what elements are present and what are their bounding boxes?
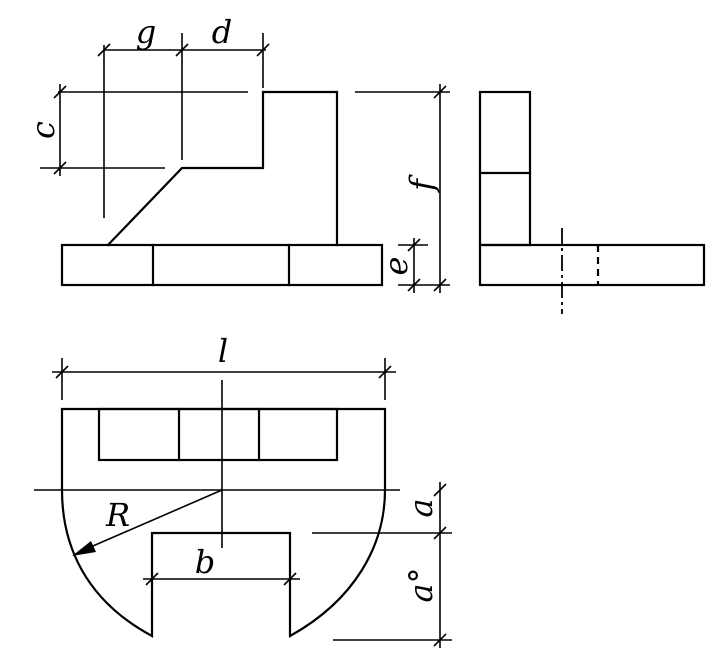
tick-e-bottom bbox=[407, 278, 421, 292]
radius-arrowhead bbox=[72, 541, 96, 556]
label-g: g bbox=[136, 13, 156, 51]
label-e: e bbox=[377, 257, 415, 276]
tick-g-left bbox=[97, 43, 111, 57]
tick-c-bottom bbox=[53, 161, 67, 175]
tick-l-left bbox=[55, 365, 69, 379]
label-f: f bbox=[403, 174, 441, 193]
tick-e-top bbox=[407, 238, 421, 252]
front-view bbox=[58, 90, 384, 287]
label-a-deg: a° bbox=[402, 567, 440, 602]
tick-a-top bbox=[433, 483, 447, 497]
tick-f-bottom bbox=[433, 278, 447, 292]
label-d: d bbox=[212, 13, 232, 51]
tick-a-middle bbox=[433, 526, 447, 540]
side-view bbox=[478, 90, 706, 314]
tick-c-top bbox=[53, 85, 67, 99]
dimension-f-e: f e bbox=[355, 84, 450, 293]
side-upright bbox=[478, 90, 532, 247]
top-view bbox=[34, 380, 400, 638]
radius-leader-line bbox=[85, 489, 223, 550]
dimension-b: b bbox=[143, 543, 300, 586]
dimension-l: l bbox=[52, 332, 396, 400]
tick-f-top bbox=[433, 85, 447, 99]
top-inner-rect bbox=[97, 407, 339, 462]
side-base-plate bbox=[478, 243, 706, 287]
top-outline bbox=[60, 407, 387, 638]
tick-l-right bbox=[378, 365, 392, 379]
label-b: b bbox=[195, 543, 215, 581]
dimension-g-d: g d bbox=[97, 13, 270, 218]
tick-b-left bbox=[145, 572, 159, 586]
label-a: a bbox=[402, 498, 440, 517]
label-R: R bbox=[105, 496, 130, 534]
tick-d-right bbox=[256, 43, 270, 57]
front-upright-outline bbox=[106, 90, 339, 247]
dimension-c: c bbox=[24, 84, 165, 176]
tick-a-bottom bbox=[433, 633, 447, 647]
label-l: l bbox=[218, 332, 228, 370]
tick-b-right bbox=[283, 572, 297, 586]
tick-g-right bbox=[175, 43, 189, 57]
front-base-plate bbox=[60, 243, 384, 287]
label-c: c bbox=[24, 121, 62, 139]
dimension-a: a a° bbox=[312, 482, 452, 648]
